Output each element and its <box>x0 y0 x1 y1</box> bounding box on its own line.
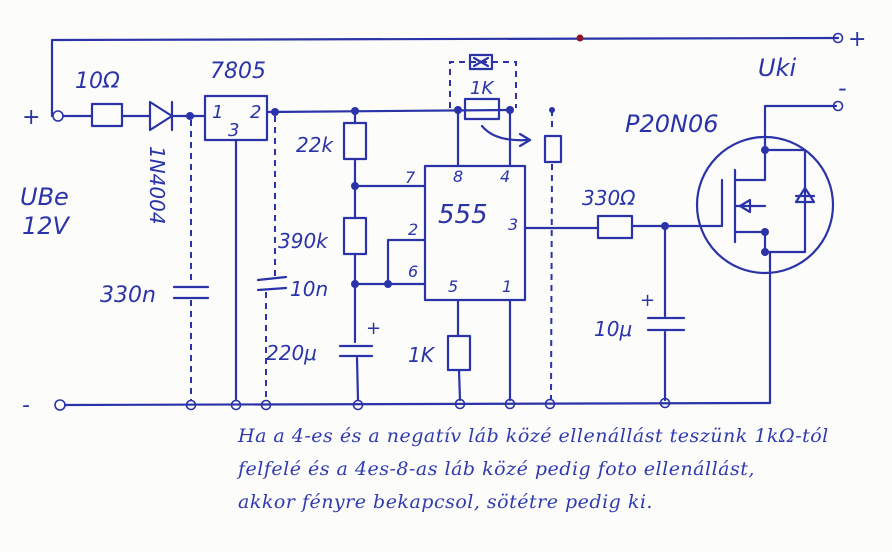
top-positive-rail <box>50 32 844 118</box>
plus-in-label: + <box>22 105 40 130</box>
regulator-label: 7805 <box>210 59 266 84</box>
timing-network: 22k 390k + 220μ <box>266 109 427 402</box>
note-line-2: felfelé és a 4es-8-as láb közé pedig fot… <box>238 458 755 480</box>
input-section: 10Ω 1N4004 7805 1 2 3 <box>61 59 514 225</box>
ic-555: 555 7 8 4 2 6 3 5 1 1K <box>405 106 527 402</box>
ic-pin6: 6 <box>408 262 418 281</box>
reg-pin3: 3 <box>228 120 239 141</box>
ic-label: 555 <box>438 200 488 230</box>
ube-label: UBe <box>20 183 69 211</box>
uki-label: Uki <box>758 54 796 82</box>
input-terminals: + - UBe 12V <box>20 105 71 418</box>
c-gate-plus: + <box>640 290 655 311</box>
gate-network: 330Ω + 10μ <box>523 186 702 402</box>
c3-plus: + <box>366 318 381 339</box>
c-gate-label: 10μ <box>594 317 632 341</box>
note-line-1: Ha a 4-es és a negatív láb közé ellenáll… <box>238 425 829 447</box>
ic-pin3: 3 <box>508 215 518 234</box>
pot-network: 1K <box>449 53 563 401</box>
capacitor-c1: 330n <box>100 120 210 400</box>
reg-pin2: 2 <box>250 102 261 123</box>
ic-pin1: 1 <box>502 277 512 296</box>
ic-pin7: 7 <box>405 168 416 187</box>
c2-label: 10n <box>290 277 328 301</box>
r2-label: 390k <box>278 229 329 253</box>
r-gate-label: 330Ω <box>582 186 636 210</box>
minus-in-label: - <box>22 393 30 418</box>
mosfet-label: P20N06 <box>625 110 719 138</box>
plus-out-label: + <box>848 27 866 52</box>
ube-voltage-label: 12V <box>22 212 71 240</box>
capacitor-c2: 10n <box>256 116 328 400</box>
minus-out-label: - <box>838 74 847 102</box>
pot-label: 1K <box>470 78 494 99</box>
r-input-label: 10Ω <box>75 69 120 94</box>
ic-pin2: 2 <box>408 220 418 239</box>
r5-label: 1K <box>408 343 436 367</box>
mosfet: P20N06 Uki + - <box>625 27 866 275</box>
reg-pin1: 1 <box>212 102 223 123</box>
ic-pin4: 4 <box>500 167 510 186</box>
ic-pin8: 8 <box>453 167 463 186</box>
note-line-3: akkor fényre bekapcsol, sötétre pedig ki… <box>238 491 653 513</box>
c1-label: 330n <box>100 283 156 308</box>
diode-label: 1N4004 <box>145 146 169 225</box>
c3-label: 220μ <box>266 341 317 365</box>
r1-label: 22k <box>296 133 334 157</box>
ic-pin5: 5 <box>448 277 458 296</box>
handwritten-note: Ha a 4-es és a negatív láb közé ellenáll… <box>238 420 878 519</box>
